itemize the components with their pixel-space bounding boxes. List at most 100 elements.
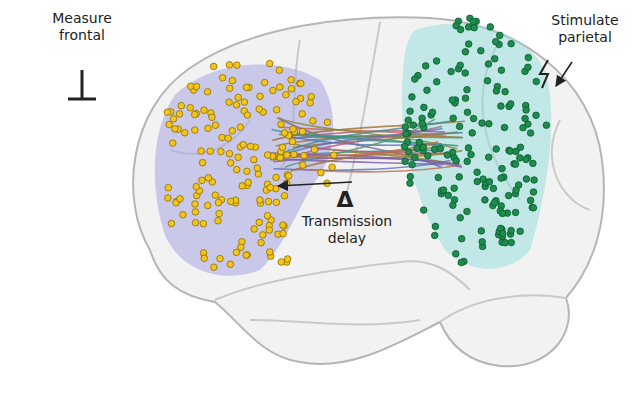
fiber-bundle	[270, 118, 465, 172]
electrode-dot	[456, 123, 463, 130]
electrode-dot	[498, 67, 505, 74]
electrode-dot	[299, 128, 306, 135]
electrode-dot	[505, 192, 512, 199]
electrode-dot	[450, 202, 457, 209]
electrode-dot	[176, 111, 183, 118]
electrode-dot	[409, 161, 416, 168]
electrode-dot	[414, 145, 421, 152]
electrode-dot	[193, 183, 200, 190]
electrode-dot	[284, 256, 291, 263]
electrode-dot	[264, 152, 271, 159]
electrode-dot	[273, 199, 280, 206]
electrode-dot	[405, 117, 412, 124]
electrode-dot	[402, 124, 409, 131]
electrode-dot	[478, 228, 485, 235]
electrode-dot	[491, 199, 498, 206]
electrode-dot	[257, 197, 264, 204]
electrode-dot	[507, 148, 514, 155]
electrode-dot	[200, 220, 207, 227]
electrode-dot	[445, 192, 452, 199]
electrode-dot	[457, 62, 464, 69]
electrode-dot	[513, 187, 520, 194]
electrode-dot	[178, 102, 185, 109]
electrode-dot	[432, 223, 439, 230]
electrode-dot	[207, 148, 214, 155]
electrode-dot	[209, 114, 216, 121]
electrode-dot	[543, 122, 550, 129]
electrode-dot	[517, 155, 524, 162]
electrode-dot	[192, 201, 199, 208]
electrode-dot	[199, 177, 206, 184]
electrode-dot	[307, 100, 314, 107]
electrode-dot	[191, 111, 198, 118]
electrode-dot	[403, 131, 410, 138]
electrode-dot	[464, 86, 471, 93]
electrode-dot	[449, 97, 456, 104]
electrode-dot	[192, 127, 199, 134]
electrode-dot	[448, 68, 455, 75]
electrode-dot	[478, 47, 485, 54]
electrode-dot	[493, 88, 500, 95]
electrode-dot	[244, 252, 251, 259]
electrode-dot	[318, 169, 325, 176]
electrode-dot	[482, 197, 489, 204]
electrode-dot	[471, 24, 478, 31]
electrode-dot	[431, 146, 438, 153]
brain-outline	[133, 17, 604, 366]
electrode-dot	[291, 151, 298, 158]
electrode-dot	[531, 177, 538, 184]
electrode-dot	[499, 165, 506, 172]
electrode-dot	[237, 124, 244, 131]
electrode-dot	[492, 38, 499, 45]
electrode-dot	[421, 104, 428, 111]
electrode-dot	[508, 239, 515, 246]
electrode-dot	[508, 40, 515, 47]
electrode-dot	[429, 109, 436, 116]
electrode-dot	[499, 210, 506, 217]
electrode-dot	[204, 89, 211, 96]
electrode-dot	[464, 109, 471, 116]
electrode-dot	[435, 174, 442, 181]
electrode-dot	[229, 77, 236, 84]
electrode-dot	[228, 198, 235, 205]
electrode-dot	[199, 159, 206, 166]
electrode-dot	[238, 244, 245, 251]
electrode-dot	[468, 151, 475, 158]
electrode-dot	[243, 84, 250, 91]
electrode-dot	[462, 95, 469, 102]
electrode-dot	[517, 228, 524, 235]
electrode-dot	[164, 109, 171, 116]
electrode-dot	[298, 80, 305, 87]
electrode-dot	[485, 154, 492, 161]
electrode-dot	[453, 251, 460, 258]
electrode-dot	[496, 32, 503, 39]
electrode-dot	[182, 129, 189, 136]
electrode-dot	[212, 192, 219, 199]
electrode-dot	[525, 64, 532, 71]
electrode-dot	[226, 62, 233, 69]
electrode-dot	[166, 121, 173, 128]
electrode-dot	[458, 259, 465, 266]
electrode-dot	[424, 87, 431, 94]
electrode-dot	[226, 99, 233, 106]
electrode-dot	[201, 107, 208, 114]
electrode-dot	[205, 175, 212, 182]
electrode-dot	[310, 118, 317, 125]
delta-symbol: Δ	[325, 188, 365, 212]
electrode-symbol	[68, 70, 96, 99]
electrode-dot	[212, 122, 219, 129]
electrode-dot	[469, 130, 476, 137]
electrode-dot	[462, 49, 469, 56]
electrode-dot	[412, 76, 419, 83]
electrode-dot	[281, 130, 288, 137]
electrode-dot	[533, 112, 540, 119]
electrode-dot	[493, 146, 500, 153]
electrode-dot	[293, 98, 300, 105]
electrode-dot	[251, 226, 258, 233]
electrode-dot	[451, 185, 458, 192]
electrode-dot	[470, 115, 477, 122]
fiber-tract	[270, 129, 442, 160]
electrode-dot	[464, 158, 471, 165]
electrode-dot	[239, 183, 246, 190]
